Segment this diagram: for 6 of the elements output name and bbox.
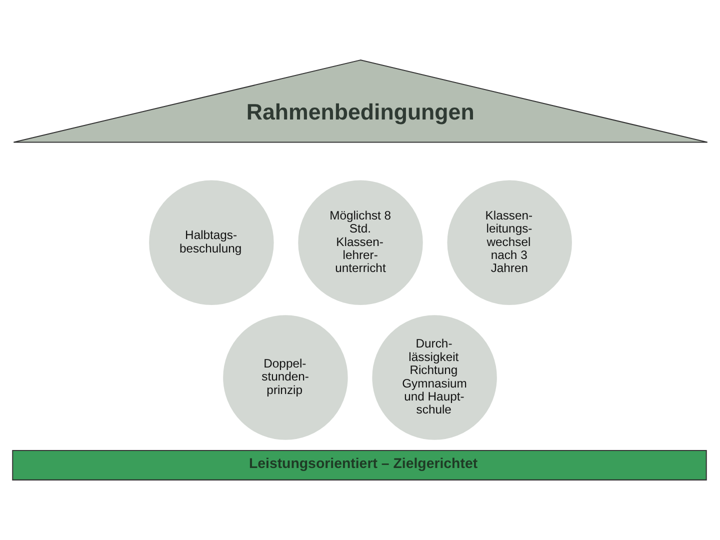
node-circle: Doppel- stunden- prinzip — [223, 315, 348, 440]
node-box: Leistungsorientiert – Zielgerichtet — [12, 450, 707, 480]
node-circle: Halbtags- beschulung — [149, 180, 274, 305]
node-circle: Durch- lässigkeit Richtung Gymnasium und Haupt- schule — [372, 315, 497, 440]
node-circle: Möglichst 8 Std. Klassen- lehrer- unterricht — [298, 180, 423, 305]
node-circle: Klassen- leitungs- wechsel nach 3 Jahren — [447, 180, 572, 305]
